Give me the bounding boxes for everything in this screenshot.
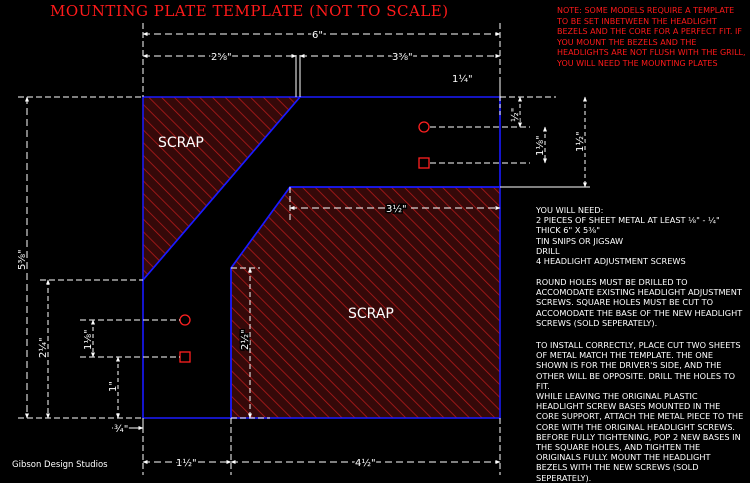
supplies-heading: YOU WILL NEED:: [536, 205, 604, 215]
round-hole-left: [179, 314, 191, 326]
supply-item: DRILL: [536, 245, 560, 256]
dim-bottom-right-width: 4½": [355, 457, 376, 469]
credit: Gibson Design Studios: [12, 460, 108, 470]
dim-left-lower-hole: 1": [108, 381, 119, 392]
dim-middle-width: 3½": [386, 203, 407, 215]
install-instructions: TO INSTALL CORRECTLY, PLACE CUT TWO SHEE…: [536, 340, 744, 483]
fit-note: NOTE: SOME MODELS REQUIRE A TEMPLATE TO …: [557, 6, 746, 68]
dim-overall-width: 6": [312, 30, 323, 41]
install-text-1: TO INSTALL CORRECTLY, PLACE CUT TWO SHEE…: [536, 340, 741, 391]
dim-top-left-offset: 2⅝": [211, 52, 232, 63]
dim-right-hole-vertical: ½": [509, 108, 521, 122]
scrap-label-lower: SCRAP: [348, 306, 394, 322]
supply-item: THICK 6" X 5⅜": [536, 225, 600, 236]
dim-left-bottom: ¾": [114, 424, 128, 435]
dim-lower-inner-height: 2½": [239, 329, 251, 350]
supplies-panel: YOU WILL NEED: 2 PIECES OF SHEET METAL A…: [536, 205, 736, 266]
holes-text: ROUND HOLES MUST BE DRILLED TO ACCOMODAT…: [536, 277, 743, 328]
dim-bottom-left-width: 1½": [176, 457, 197, 469]
dim-overall-height: 5⅜": [17, 249, 28, 270]
dim-right-step: 1¼": [452, 73, 473, 85]
page-title: MOUNTING PLATE TEMPLATE (NOT TO SCALE): [50, 2, 449, 20]
supply-item: 2 PIECES OF SHEET METAL AT LEAST ⅛" - ¼": [536, 215, 720, 226]
install-text-2: WHILE LEAVING THE ORIGINAL PLASTIC HEADL…: [536, 391, 744, 483]
dim-right-upper-height: 1½": [574, 131, 586, 152]
supply-item: TIN SNIPS OR JIGSAW: [536, 235, 624, 246]
square-hole-right: [418, 157, 430, 169]
holes-instructions: ROUND HOLES MUST BE DRILLED TO ACCOMODAT…: [536, 277, 744, 328]
round-hole-right: [418, 121, 430, 133]
scrap-label-upper: SCRAP: [158, 135, 204, 151]
plate-outline-lower: [230, 186, 500, 418]
dim-right-hole-spacing: 1⅛": [535, 135, 546, 156]
square-hole-left: [179, 351, 191, 363]
dim-left-hole-spacing: 1⅛": [83, 329, 94, 350]
dim-left-section-height: 2¼": [37, 337, 49, 358]
supply-item: 4 HEADLIGHT ADJUSTMENT SCREWS: [536, 256, 686, 267]
scrap-region-bottom-right: [230, 186, 501, 419]
dim-top-right-width: 3⅜": [392, 52, 413, 63]
